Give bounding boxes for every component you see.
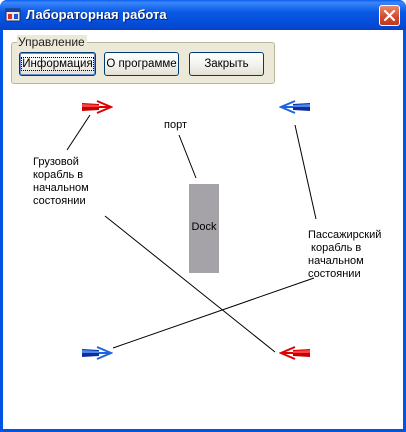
- app-window-icon: [5, 8, 21, 22]
- cargo-label-line: состоянии: [33, 195, 86, 207]
- dock-block: Dock: [189, 184, 219, 273]
- port-label: порт: [164, 119, 187, 131]
- close-button[interactable]: Закрыть: [189, 52, 264, 76]
- close-button-label: Закрыть: [204, 58, 249, 70]
- leader-passenger-bottom: [112, 277, 315, 349]
- leader-port: [178, 134, 197, 179]
- title-bar[interactable]: Лабораторная работа: [0, 0, 406, 30]
- passenger-label-line: начальном: [308, 255, 364, 267]
- passenger-ship-icon: [279, 100, 310, 114]
- cargo-label-line: корабль в: [33, 169, 84, 181]
- close-x-icon: [383, 9, 396, 22]
- passenger-ship-label: Пассажирский корабль в начальном состоян…: [308, 229, 381, 281]
- cargo-ship-icon: [82, 100, 113, 114]
- leader-cargo-bottom: [104, 215, 276, 353]
- close-window-button[interactable]: [379, 5, 400, 26]
- about-button-label: О программе: [106, 58, 177, 70]
- cargo-ship-label: Грузовой корабль в начальном состоянии: [33, 156, 89, 208]
- control-groupbox: Управление Информация О программе Закрыт…: [11, 35, 275, 84]
- leader-cargo-top: [66, 114, 91, 151]
- dock-label: Dock: [191, 221, 217, 233]
- passenger-label-line: корабль в: [308, 242, 362, 254]
- cargo-label-line: начальном: [33, 182, 89, 194]
- info-button-label: Информация: [21, 57, 94, 71]
- about-button[interactable]: О программе: [104, 52, 179, 76]
- passenger-label-line: состоянии: [308, 268, 361, 280]
- diagram-lines: [66, 114, 317, 353]
- cargo-label-line: Грузовой: [33, 156, 79, 168]
- passenger-label-line: Пассажирский: [308, 229, 382, 241]
- info-button[interactable]: Информация: [19, 52, 96, 76]
- control-group-label: Управление: [17, 35, 87, 49]
- client-area: Управление Информация О программе Закрыт…: [3, 30, 403, 429]
- window-title: Лабораторная работа: [26, 7, 167, 22]
- leader-passenger-top: [294, 124, 317, 220]
- cargo-ship-bottom-icon: [279, 346, 310, 360]
- passenger-ship-bottom-icon: [82, 346, 113, 360]
